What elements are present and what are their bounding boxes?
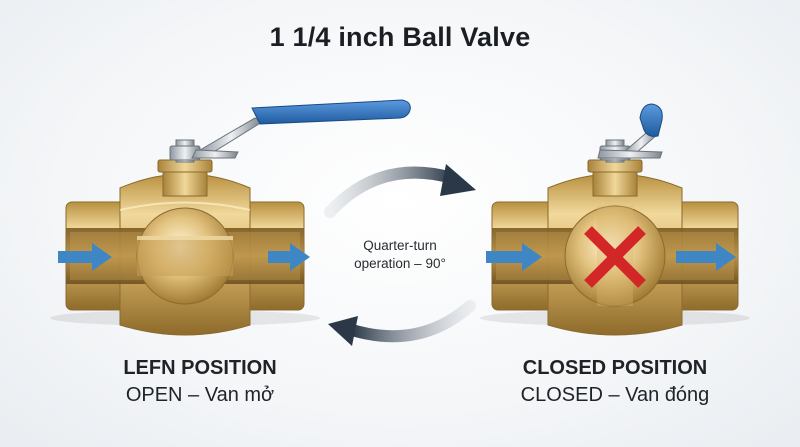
flow-arrow-icon xyxy=(676,243,736,271)
open-position-caption: LEFN POSITION OPEN – Van mở xyxy=(85,357,315,407)
open-position-heading: LEFN POSITION xyxy=(123,357,277,379)
flow-arrow-icon xyxy=(58,243,112,271)
open-position-subtitle: OPEN – Van mở xyxy=(125,384,275,406)
closed-x-icon xyxy=(584,226,646,288)
closed-position-heading: CLOSED POSITION xyxy=(522,357,708,379)
rotation-arrow-icon xyxy=(328,300,476,346)
flow-arrow-icon xyxy=(268,243,310,271)
quarter-turn-line1: Quarter-turn xyxy=(363,238,437,253)
open-valve xyxy=(50,99,411,336)
flow-arrow-icon xyxy=(486,243,542,271)
quarter-turn-line2: operation – 90° xyxy=(354,256,446,271)
closed-position-caption: CLOSED POSITION CLOSED – Van đóng xyxy=(500,357,730,407)
closed-valve xyxy=(480,103,750,336)
rotation-arrow-icon xyxy=(324,164,476,218)
quarter-turn-label: Quarter-turn operation – 90° xyxy=(330,237,470,273)
closed-position-subtitle: CLOSED – Van đóng xyxy=(520,384,710,406)
page-title: 1 1/4 inch Ball Valve xyxy=(269,22,531,52)
